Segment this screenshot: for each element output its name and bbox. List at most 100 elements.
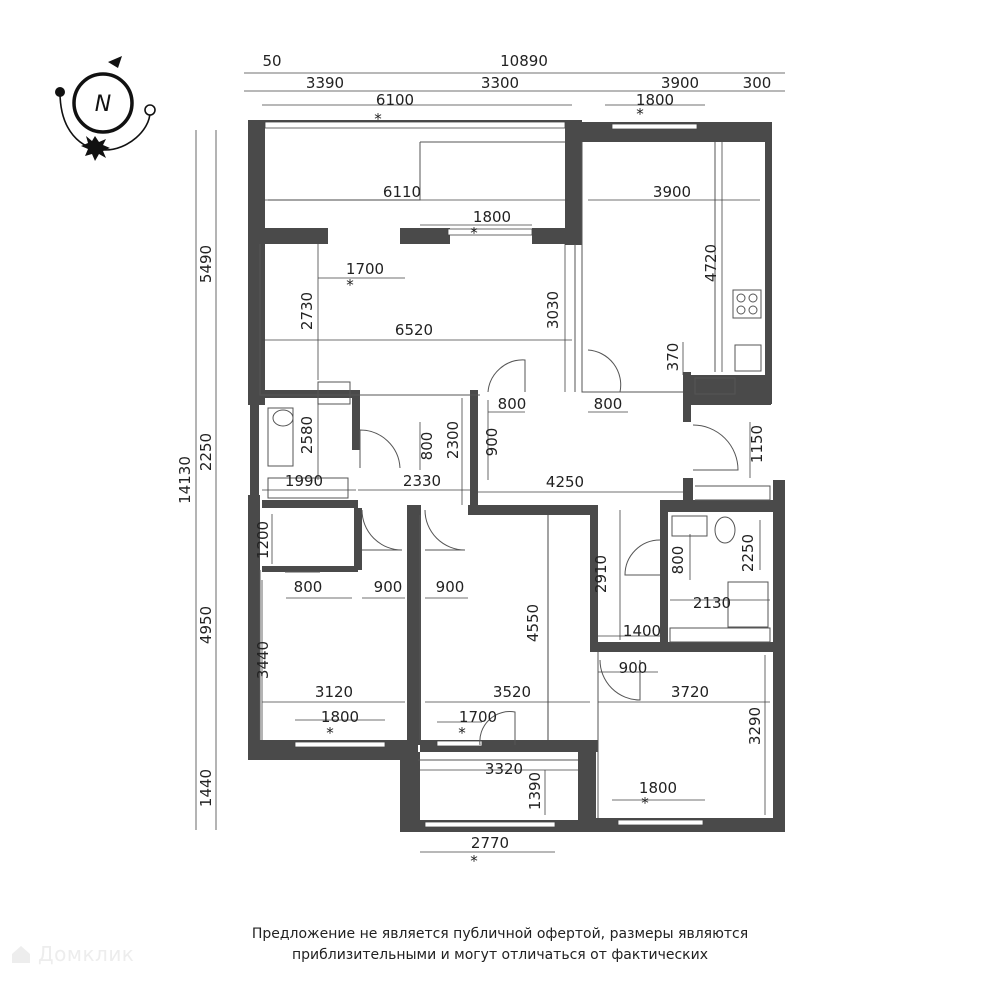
- dim-door-900-e: 900: [619, 659, 648, 677]
- dim-balcony-1800: 1800: [473, 208, 511, 226]
- wall-outer-left: [248, 120, 265, 405]
- wall-kitchen-right: [765, 122, 772, 404]
- wall-hall-right-a: [683, 372, 691, 422]
- dim-living-3030: 3030: [544, 291, 562, 329]
- wall-hall-left: [470, 390, 478, 510]
- compass: N: [55, 56, 156, 161]
- dim-star-bed1: *: [326, 724, 334, 742]
- dim-door-900: 900: [483, 428, 501, 457]
- disclaimer-line2: приблизительными и могут отличаться от ф…: [291, 947, 708, 963]
- dim-hall-4250: 4250: [546, 473, 584, 491]
- compass-ring-icon: [72, 72, 134, 134]
- dim-bed2-4550: 4550: [524, 604, 542, 642]
- wall-outer-left-lower: [248, 495, 260, 760]
- wall-bed2-right: [590, 505, 598, 645]
- dim-star-living2: *: [346, 276, 354, 294]
- dim-left-1440: 1440: [197, 769, 215, 807]
- dim-top-300: 300: [743, 74, 772, 92]
- wall-living-top-b: [400, 228, 450, 244]
- dim-kitchen-4720: 4720: [702, 244, 720, 282]
- disclaimer: Предложение не является публичной оферто…: [0, 924, 1000, 966]
- dim-left-2250: 2250: [197, 433, 215, 471]
- domclick-watermark: Домклик: [10, 942, 134, 966]
- wall-living-top-a: [248, 228, 328, 244]
- wall-wc-left: [660, 508, 668, 648]
- dim-wc-2130: 2130: [693, 594, 731, 612]
- dim-left-total: 14130: [176, 456, 194, 504]
- wall-balcony-right: [565, 120, 582, 245]
- dim-closet-1200: 1200: [254, 521, 272, 559]
- north-arrow-icon: [108, 56, 122, 68]
- dim-living-6520: 6520: [395, 321, 433, 339]
- window-loggia: [424, 821, 556, 828]
- wall-bed1-right: [407, 505, 421, 745]
- window-balcony: [264, 121, 566, 129]
- wall-hall-right-b: [683, 478, 693, 508]
- wall-living-top-c: [532, 228, 582, 244]
- dim-door-900-d: 900: [436, 578, 465, 596]
- wall-bath-right: [352, 390, 360, 450]
- dim-bath-1990: 1990: [285, 472, 323, 490]
- dim-left-5490: 5490: [197, 245, 215, 283]
- sun-burst-icon: [81, 136, 110, 161]
- wall-wc-bottom: [590, 642, 775, 652]
- dim-top-3300: 3300: [481, 74, 519, 92]
- dimension-labels: 50 10890 3390 3300 3900 300 6100 1800 * …: [176, 52, 771, 870]
- dim-door-800-b: 800: [594, 395, 623, 413]
- dim-bed2-1700: 1700: [459, 708, 497, 726]
- house-logo-icon: [12, 946, 30, 963]
- window-bed2: [436, 740, 483, 747]
- dim-kitchen-3900: 3900: [653, 183, 691, 201]
- dim-bed1-1800: 1800: [321, 708, 359, 726]
- dim-bed3-1800: 1800: [639, 779, 677, 797]
- wall-left-mid: [250, 402, 259, 502]
- wall-right-lower: [773, 480, 785, 832]
- window-bed3: [617, 819, 704, 826]
- dimension-lines: [195, 72, 785, 853]
- dim-wc-2250: 2250: [739, 534, 757, 572]
- dim-hall-1400: 1400: [623, 622, 661, 640]
- dim-star-loggia: *: [470, 852, 478, 870]
- sunset-dot-icon: [144, 104, 156, 116]
- floor-plan: N: [55, 52, 785, 870]
- dim-top-1800-window: 1800: [636, 91, 674, 109]
- window-living: [447, 228, 533, 236]
- dim-bed3-3720: 3720: [671, 683, 709, 701]
- dim-door-800-a: 800: [498, 395, 527, 413]
- dim-living-1700: 1700: [346, 260, 384, 278]
- window-kitchen: [611, 123, 698, 130]
- wall-bath-bottom: [262, 500, 358, 508]
- dim-hall-2910: 2910: [592, 555, 610, 593]
- dim-hall-2300: 2300: [444, 421, 462, 459]
- dim-top-50: 50: [262, 52, 281, 70]
- windows: [264, 121, 704, 828]
- dim-bath-800: 800: [418, 432, 436, 461]
- wall-kitchen-bottom: [683, 375, 771, 405]
- wall-loggia-left: [400, 752, 420, 832]
- wall-wc-top: [660, 500, 780, 512]
- sunrise-dot-icon: [55, 87, 65, 97]
- dim-star-bed3: *: [641, 794, 649, 812]
- dim-closet-800: 800: [294, 578, 323, 596]
- window-bed1: [294, 741, 386, 748]
- compass-letter: N: [95, 92, 111, 117]
- dim-top-total: 10890: [500, 52, 548, 70]
- disclaimer-line1: Предложение не является публичной оферто…: [251, 926, 749, 942]
- dim-top-6100: 6100: [376, 91, 414, 109]
- dim-star-top: *: [374, 110, 382, 128]
- dim-left-4950: 4950: [197, 606, 215, 644]
- dim-top-3900: 3900: [661, 74, 699, 92]
- dim-loggia-3320: 3320: [485, 760, 523, 778]
- dim-kitchen-370: 370: [664, 343, 682, 372]
- dim-bed3-3290: 3290: [746, 707, 764, 745]
- dim-star-kitchen: *: [636, 105, 644, 123]
- dim-bed1-3120: 3120: [315, 683, 353, 701]
- wall-closet-right: [354, 508, 362, 570]
- dim-bath-2580: 2580: [298, 416, 316, 454]
- dim-bed1-3440: 3440: [254, 641, 272, 679]
- dim-star-bed2: *: [458, 724, 466, 742]
- dim-hall-2330: 2330: [403, 472, 441, 490]
- dim-living-2730: 2730: [298, 292, 316, 330]
- wall-bath-top: [262, 390, 358, 398]
- wall-bed2-top: [468, 505, 598, 515]
